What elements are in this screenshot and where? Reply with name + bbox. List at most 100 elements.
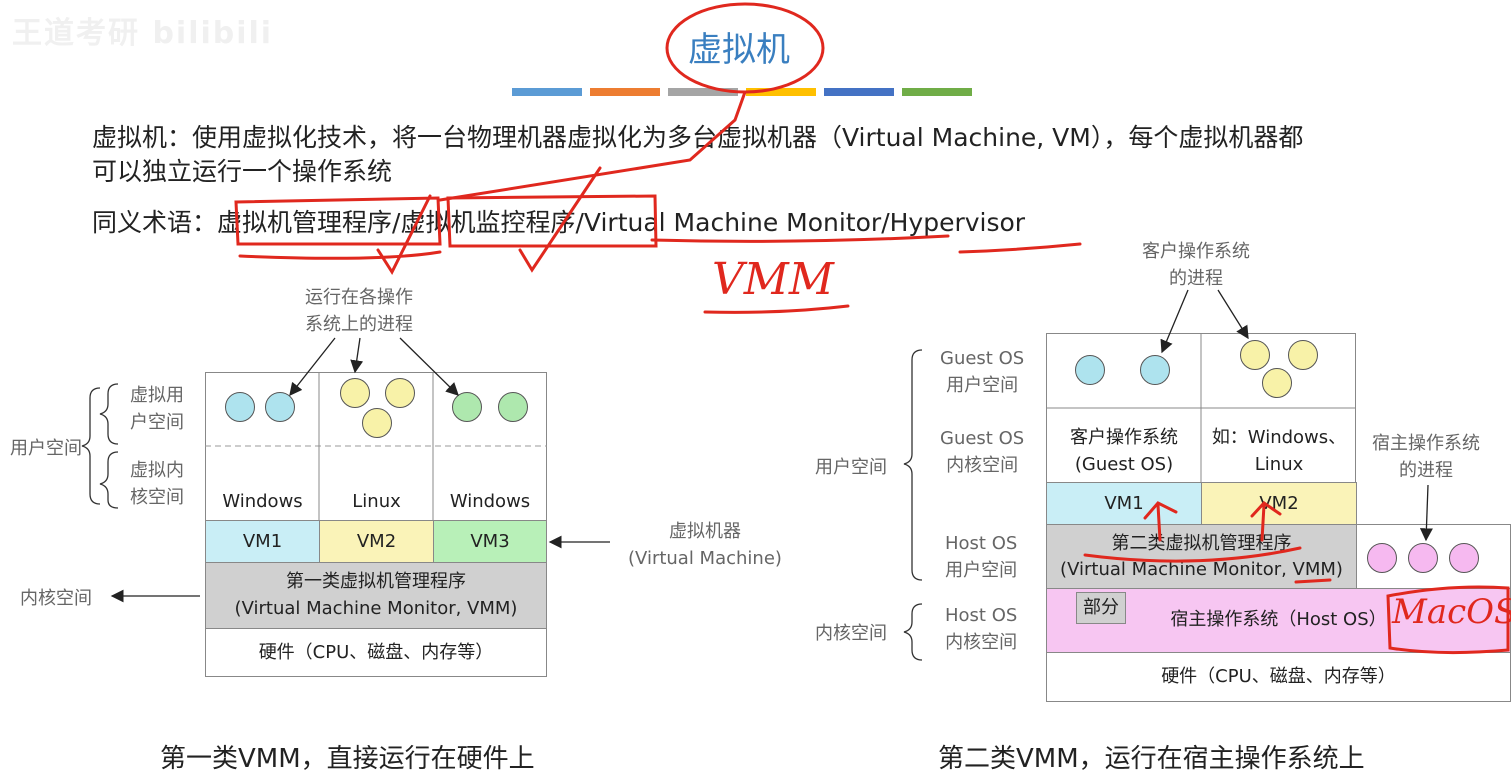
- title-pointer: [438, 90, 747, 202]
- process-circle: [452, 392, 482, 422]
- process-note-line: 运行在各操作: [305, 287, 413, 308]
- left-caption: 第一类VMM，直接运行在硬件上: [160, 744, 535, 774]
- label-line: 内核空间: [946, 455, 1019, 476]
- arrow: [1160, 289, 1189, 354]
- handwritten-vmm: VMM: [712, 254, 834, 305]
- vm1-box: [1046, 482, 1202, 525]
- arrow: [350, 337, 364, 374]
- synonym-separator: /: [575, 208, 584, 237]
- label-line: Host OS: [945, 533, 1018, 554]
- brace: [99, 383, 119, 445]
- title-circle: [665, 2, 825, 94]
- guest-user-space-label: Guest OS 用户空间: [940, 345, 1024, 399]
- hardware-label: 硬件（CPU、磁盘、内存等）: [1161, 666, 1396, 687]
- label-line: 用户空间: [946, 375, 1019, 396]
- process-circle: [225, 392, 255, 422]
- part-box: [1076, 592, 1126, 624]
- color-bar-segment: [824, 88, 894, 96]
- label-line: 客户操作系统: [1142, 241, 1250, 262]
- hypervisor-label: 第一类虚拟机管理程序: [286, 571, 466, 592]
- underline: [1294, 578, 1332, 584]
- example-label: Linux: [1254, 454, 1304, 475]
- label-line: 虚拟机器: [668, 521, 741, 542]
- page-title: 虚拟机: [688, 30, 790, 70]
- underline: [650, 234, 950, 243]
- label-line: 宿主操作系统: [1372, 433, 1480, 454]
- virtual-machine-note: 虚拟机器 (Virtual Machine): [628, 518, 782, 572]
- synonym-term: Hypervisor: [889, 208, 1026, 237]
- synonyms-prefix: 同义术语：: [92, 208, 218, 237]
- guest-process-note: 客户操作系统 的进程: [1142, 238, 1250, 292]
- underline: [958, 242, 1082, 254]
- synonym-term: 虚拟机管理程序: [217, 208, 393, 237]
- definition-line-1: 虚拟机：使用虚拟化技术，将一台物理机器虚拟化为多台虚拟机器（Virtual Ma…: [92, 123, 1304, 152]
- synonym-separator: /: [392, 208, 401, 237]
- label-line: 户空间: [130, 412, 184, 433]
- synonym-term: Virtual Machine Monitor: [583, 208, 882, 237]
- user-space-label: 用户空间: [815, 457, 887, 478]
- label-line: 的进程: [1399, 460, 1453, 481]
- example-label: 如：Windows、: [1211, 427, 1347, 448]
- host-process-note: 宿主操作系统 的进程: [1372, 430, 1480, 484]
- process-circle: [1449, 543, 1479, 573]
- vm-label: VM1: [242, 531, 283, 552]
- color-bar-segment: [902, 88, 972, 96]
- arrow: [1217, 289, 1249, 340]
- synonym-term: 虚拟机监控程序: [400, 208, 576, 237]
- guest-os-label: (Guest OS): [1074, 454, 1174, 475]
- hypervisor-label: (Virtual Machine Monitor, VMM): [234, 598, 518, 619]
- synonym-separator: /: [881, 208, 890, 237]
- hypervisor-label: 第二类虚拟机管理程序: [1111, 533, 1292, 554]
- label-line: (Virtual Machine): [628, 548, 782, 569]
- virtual-user-space-label: 虚拟用 户空间: [130, 382, 184, 436]
- brace: [903, 603, 923, 661]
- underline: [238, 250, 442, 260]
- watermark: 王道考研 bilibili: [12, 16, 274, 51]
- vm-label: VM3: [470, 531, 510, 552]
- arrow: [399, 337, 459, 396]
- process-circle: [340, 378, 370, 408]
- definition-line-2: 可以独立运行一个操作系统: [92, 157, 393, 186]
- process-circle: [1262, 368, 1292, 398]
- process-circle: [1140, 355, 1170, 385]
- process-circle: [362, 408, 392, 438]
- brace: [903, 349, 923, 581]
- hardware-box: [205, 628, 547, 677]
- kernel-space-label: 内核空间: [815, 623, 887, 644]
- color-bar-segment: [512, 88, 582, 96]
- part-label: 部分: [1083, 597, 1119, 618]
- os-label: Windows: [222, 491, 303, 512]
- process-circle: [1408, 543, 1438, 573]
- label-line: Guest OS: [940, 348, 1025, 369]
- vm-label: VM2: [1259, 493, 1299, 514]
- os-label: Linux: [352, 491, 401, 512]
- brace: [81, 387, 101, 505]
- label-line: Host OS: [945, 605, 1018, 626]
- kernel-space-label: 内核空间: [20, 588, 92, 609]
- check-mark: [518, 166, 602, 273]
- handwritten-macos: MacOS: [1392, 592, 1511, 632]
- arrow: [289, 337, 336, 397]
- arrow-up: [1250, 501, 1282, 542]
- underline: [703, 304, 850, 314]
- process-note-line: 系统上的进程: [305, 314, 413, 335]
- process-circle: [498, 392, 528, 422]
- term-box-1: [234, 196, 442, 246]
- label-line: 用户空间: [945, 560, 1018, 581]
- arrow: [1419, 484, 1433, 542]
- process-note: 运行在各操作 系统上的进程: [305, 284, 413, 338]
- host-kernel-space-label: Host OS 内核空间: [945, 602, 1017, 656]
- process-circle: [385, 378, 415, 408]
- label-line: 核空间: [130, 487, 184, 508]
- brace: [99, 451, 119, 509]
- hardware-label: 硬件（CPU、磁盘、内存等）: [258, 642, 494, 663]
- term-box-2: [446, 194, 658, 248]
- underline: [1083, 546, 1302, 563]
- color-bar-segment: [668, 88, 738, 96]
- vm-label: VM1: [1104, 493, 1144, 514]
- host-os-label: 宿主操作系统（Host OS）: [1170, 609, 1387, 630]
- label-line: 内核空间: [945, 632, 1018, 653]
- host-user-space-label: Host OS 用户空间: [945, 530, 1017, 584]
- label-line: 虚拟内: [130, 460, 184, 481]
- guest-os-label: 客户操作系统: [1070, 427, 1178, 448]
